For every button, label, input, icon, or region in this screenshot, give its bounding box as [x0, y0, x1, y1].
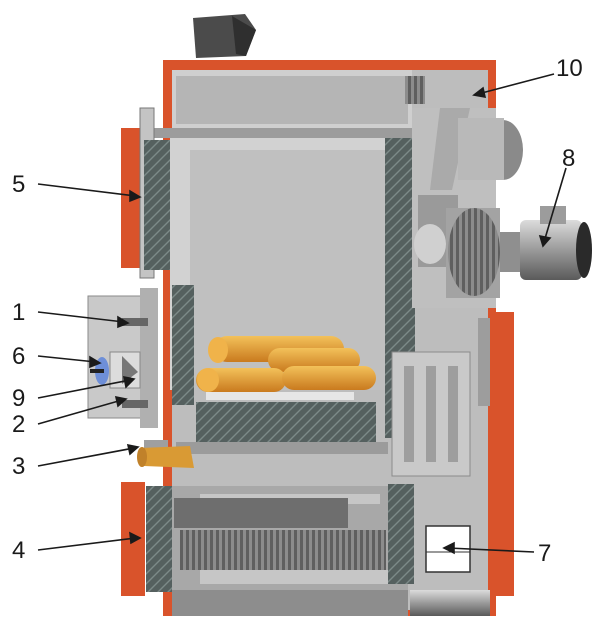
callout-5: 5 [12, 171, 25, 198]
fan-unit [414, 118, 523, 298]
callout-1: 1 [12, 299, 25, 326]
lower-chamber [146, 484, 414, 592]
callout-7: 7 [538, 540, 551, 567]
leader-lines [37, 73, 567, 555]
callout-8: 8 [562, 145, 575, 172]
fan-motor [500, 206, 592, 280]
combustion-area [176, 392, 388, 454]
callout-3: 3 [12, 453, 25, 480]
callout-4: 4 [12, 537, 25, 564]
upper-door [139, 107, 170, 279]
boiler-base [172, 590, 490, 616]
water-jacket [391, 318, 490, 477]
firewood [196, 336, 376, 392]
callout-2: 2 [12, 411, 25, 438]
callout-10: 10 [556, 55, 583, 82]
flue-outlet [193, 14, 256, 58]
callout-9: 9 [12, 385, 25, 412]
callout-6: 6 [12, 343, 25, 370]
air-inlet-pipe [137, 440, 194, 468]
